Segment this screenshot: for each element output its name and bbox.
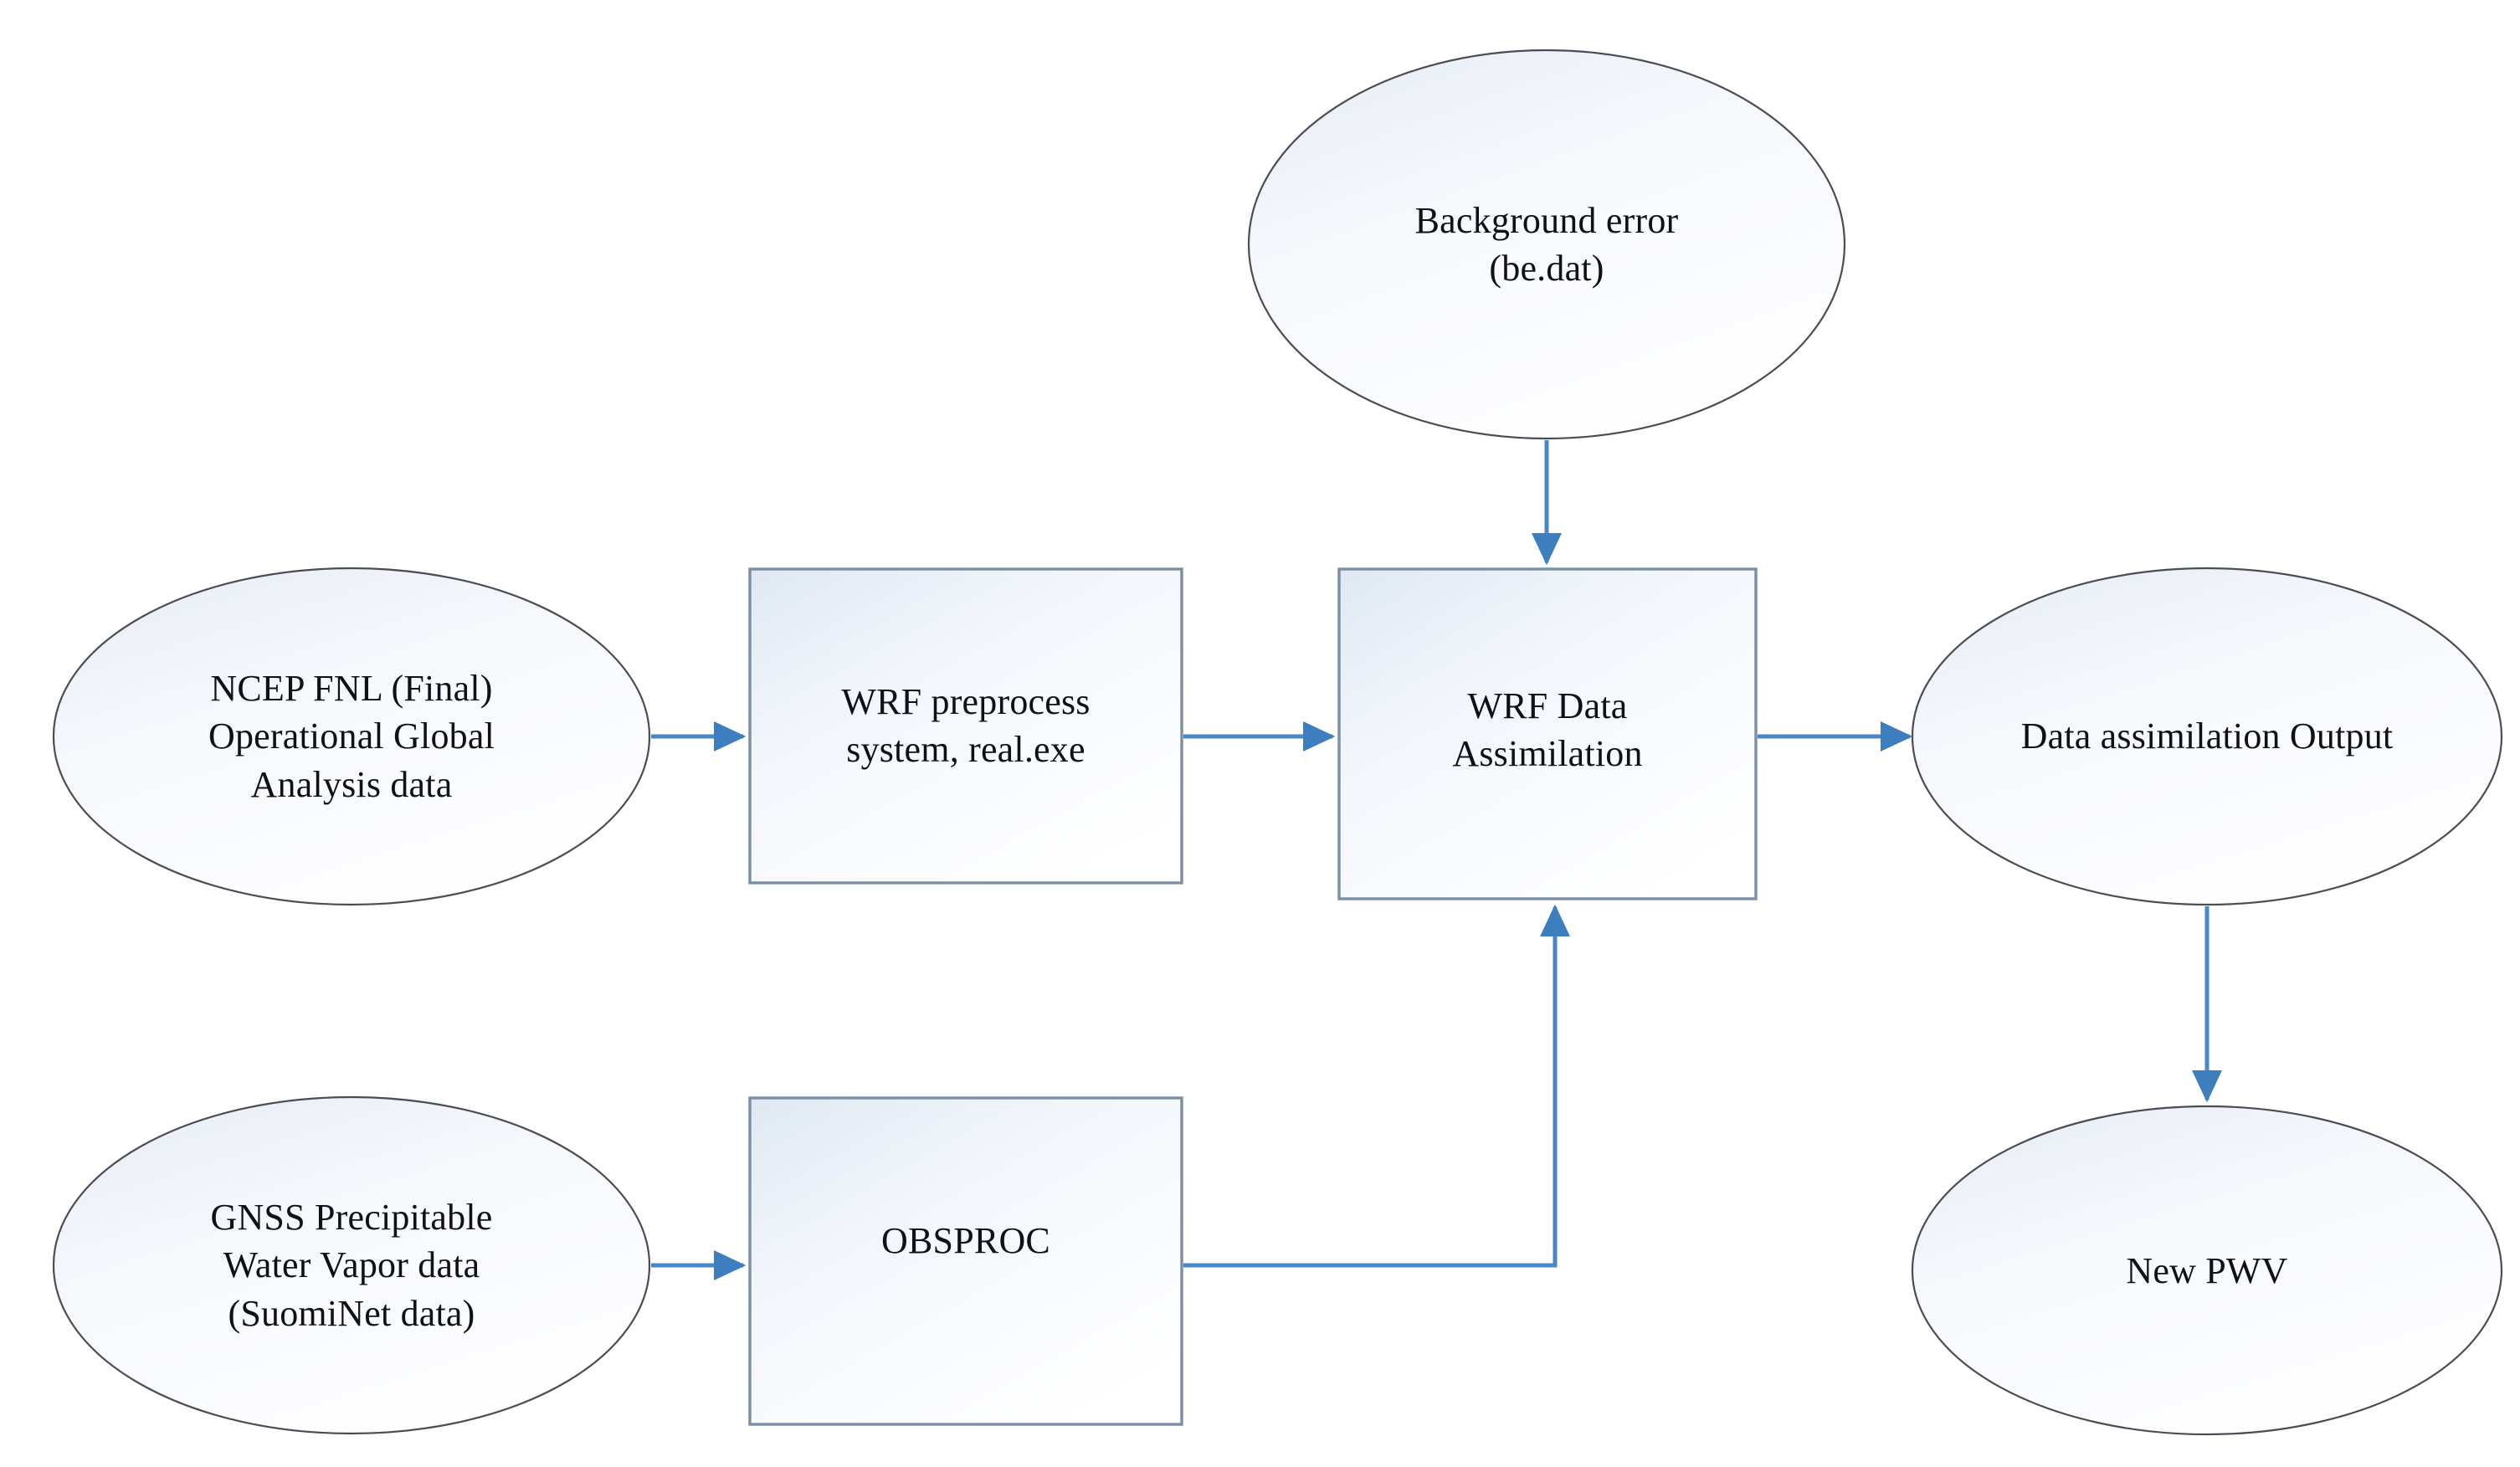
ncep-fnl-ellipse[interactable] bbox=[52, 567, 651, 906]
node-ncep-fnl[interactable] bbox=[54, 568, 649, 905]
node-obsproc[interactable] bbox=[750, 1098, 1182, 1424]
shape-layer bbox=[52, 49, 2503, 1436]
gnss-pwv-ellipse[interactable] bbox=[52, 1095, 651, 1435]
wrf-data-assimilation-box[interactable] bbox=[1337, 567, 1758, 900]
node-new-pwv[interactable] bbox=[1912, 1106, 2502, 1434]
node-wrf-preprocess[interactable] bbox=[750, 569, 1182, 883]
new-pwv-ellipse[interactable] bbox=[1911, 1105, 2503, 1436]
node-data-assimilation-output[interactable] bbox=[1912, 568, 2502, 905]
background-error-ellipse[interactable] bbox=[1247, 49, 1846, 440]
node-wrf-data-assimilation[interactable] bbox=[1339, 569, 1756, 899]
connector-layer bbox=[651, 440, 2222, 1280]
node-background-error[interactable] bbox=[1249, 50, 1845, 439]
arrow-obsproc-to-wrfda bbox=[1183, 904, 1570, 1268]
obsproc-box[interactable] bbox=[748, 1096, 1183, 1426]
node-gnss-pwv[interactable] bbox=[54, 1097, 649, 1434]
wrf-preprocess-box[interactable] bbox=[748, 567, 1183, 885]
